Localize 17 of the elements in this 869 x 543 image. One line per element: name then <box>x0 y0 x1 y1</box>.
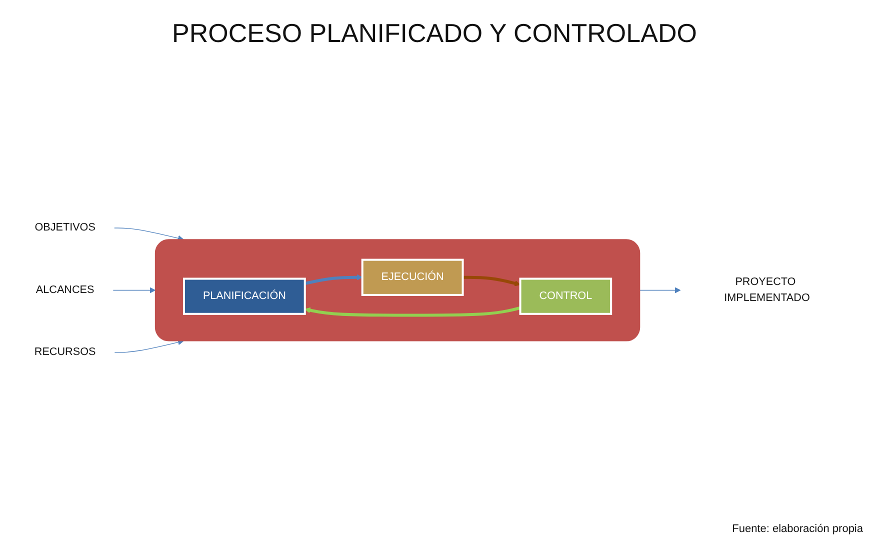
node-text: ALCANCES <box>36 284 94 296</box>
diagram-title: PROCESO PLANIFICADO Y CONTROLADO <box>172 18 697 49</box>
node-box: CONTROL <box>519 277 612 315</box>
arrow <box>112 287 156 293</box>
source-caption: Fuente: elaboración propia <box>732 523 863 535</box>
node-box: PLANIFICACIÓN <box>182 277 306 315</box>
node-text: RECURSOS <box>34 346 96 358</box>
node-text: OBJETIVOS <box>34 222 96 234</box>
arrow <box>114 227 184 241</box>
arrow <box>639 287 681 293</box>
node-text: PROYECTO IMPLEMENTADO <box>724 276 810 304</box>
arrow <box>304 306 521 317</box>
node-box: EJECUCIÓN <box>361 258 464 296</box>
arrow <box>462 276 521 286</box>
cluster <box>154 238 640 342</box>
arrow <box>114 339 184 353</box>
arrow <box>304 274 363 285</box>
